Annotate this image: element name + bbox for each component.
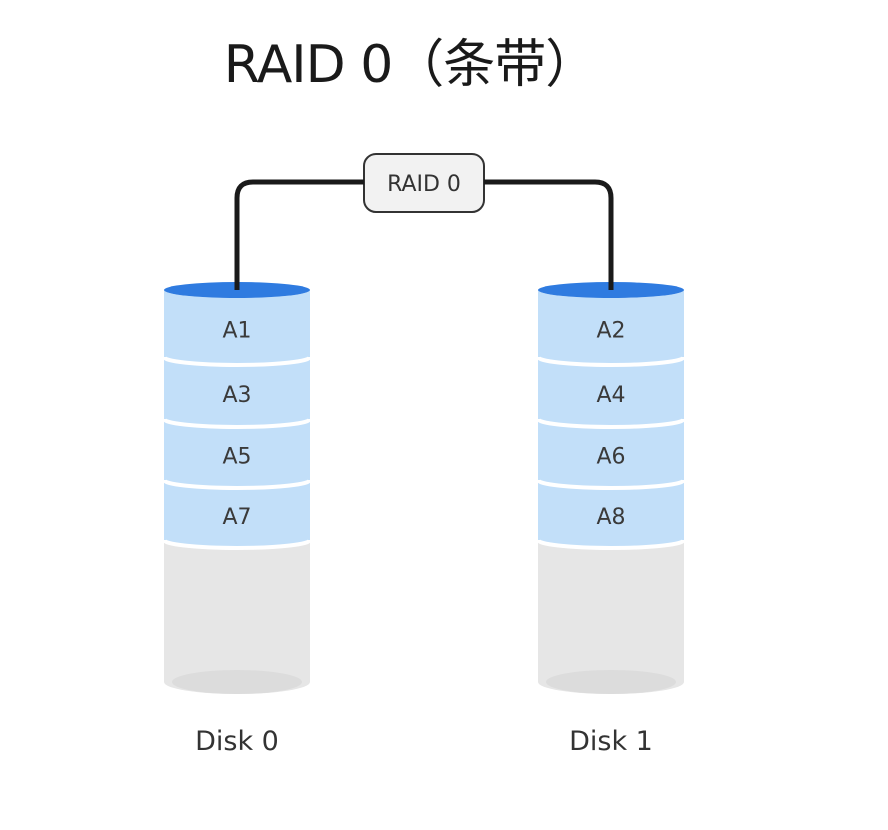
stripe-block	[538, 357, 684, 427]
stripe-block-label: A6	[596, 445, 625, 470]
block-separator	[536, 356, 686, 367]
stripe-block-label: A2	[596, 319, 625, 344]
disk-bottom-ellipse	[546, 670, 676, 694]
disk-label: Disk 1	[569, 726, 653, 757]
block-separator	[162, 418, 312, 429]
stripe-block	[538, 480, 684, 548]
raid-controller: RAID 0	[363, 153, 485, 213]
block-separator	[162, 479, 312, 490]
block-separator	[536, 479, 686, 490]
stripe-block	[164, 419, 310, 488]
connector-wire-disk-0	[234, 179, 364, 290]
stripe-block	[538, 290, 684, 365]
stripe-block-label: A8	[596, 505, 625, 530]
block-separator	[162, 356, 312, 367]
diagram-title: RAID 0（条带）	[223, 35, 598, 95]
disk-empty-space	[164, 540, 310, 694]
disk-bottom-ellipse	[172, 670, 302, 694]
stripe-block	[164, 290, 310, 365]
disk-label: Disk 0	[195, 726, 279, 757]
stripe-block	[164, 357, 310, 427]
stripe-block	[538, 419, 684, 488]
block-separator	[162, 539, 312, 550]
stripe-block-label: A4	[596, 383, 625, 408]
disk-empty-space	[538, 540, 684, 694]
stripe-block-label: A1	[222, 319, 251, 344]
block-separator	[536, 418, 686, 429]
stripe-block-label: A3	[222, 383, 251, 408]
connector-wire-disk-1	[484, 179, 614, 290]
stripe-block-label: A5	[222, 445, 251, 470]
stripe-block-label: A7	[222, 505, 251, 530]
raid-controller-label: RAID 0	[387, 172, 461, 197]
stripe-block	[164, 480, 310, 548]
block-separator	[536, 539, 686, 550]
